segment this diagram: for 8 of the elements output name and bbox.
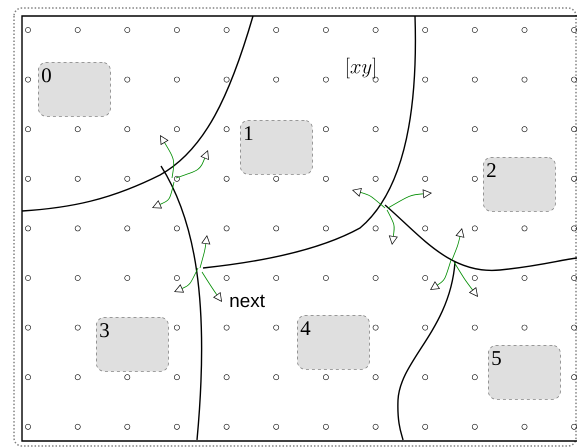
math-label: $[xy]$	[346, 58, 375, 78]
number-box: 3	[96, 317, 169, 372]
number-box: 2	[483, 157, 556, 212]
text-label: next	[230, 294, 265, 308]
number-box: 4	[297, 315, 370, 370]
number-box: 0	[38, 62, 111, 117]
number-box: 1	[240, 120, 313, 175]
number-box: 5	[488, 345, 561, 400]
